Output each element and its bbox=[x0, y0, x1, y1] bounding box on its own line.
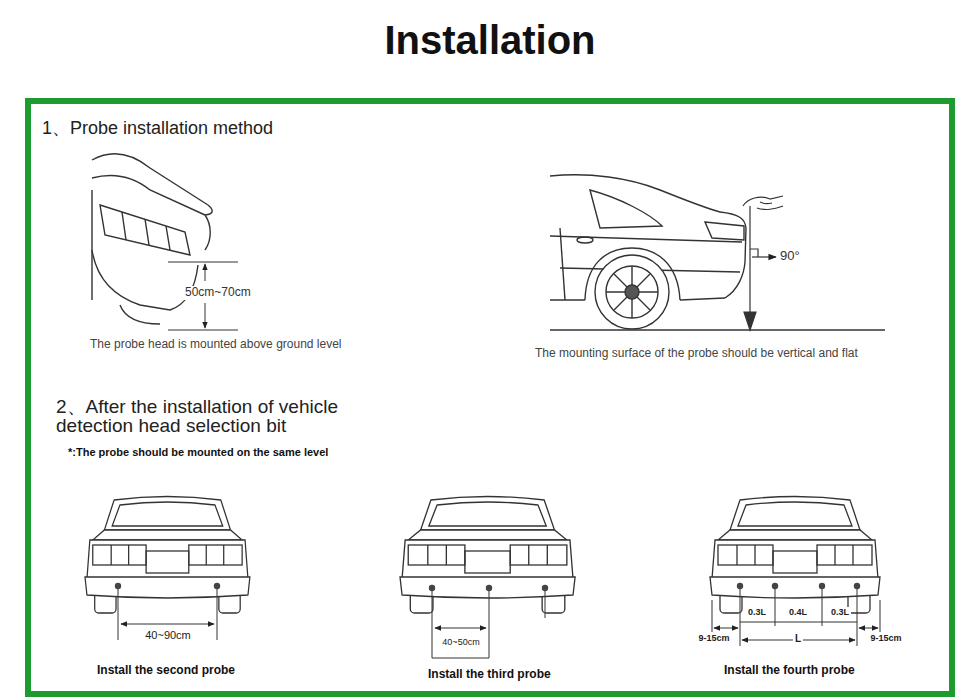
car-rear-view bbox=[400, 497, 575, 614]
probe-dot bbox=[429, 585, 548, 591]
dimension: 0.3L bbox=[829, 607, 851, 617]
dimension: 9-15cm bbox=[868, 633, 903, 643]
green-frame bbox=[28, 101, 952, 694]
dimension: 50cm~70cm bbox=[183, 286, 253, 300]
ground-line bbox=[550, 329, 885, 331]
car-rear-view bbox=[710, 497, 880, 614]
caption: The probe head is mounted above ground l… bbox=[90, 338, 355, 352]
caption: Install the third probe bbox=[428, 668, 551, 682]
page-title: Installation bbox=[0, 18, 980, 63]
dimension: 0.4L bbox=[787, 607, 809, 617]
section-heading: 1、Probe installation method bbox=[42, 118, 273, 139]
caption: The mounting surface of the probe should… bbox=[535, 347, 858, 361]
dimension: 40~90cm bbox=[143, 629, 193, 642]
probe-dot bbox=[115, 583, 220, 589]
probe-dot bbox=[737, 583, 860, 589]
probe-plumb bbox=[743, 196, 783, 330]
dimension: 40~50cm bbox=[440, 637, 481, 647]
dimension: 0.3L bbox=[746, 607, 768, 617]
car-rear-view bbox=[85, 497, 250, 614]
probe-spacing-three bbox=[432, 588, 545, 658]
probe-spacing-four bbox=[712, 586, 880, 646]
dimension: 9-15cm bbox=[696, 633, 731, 643]
dimension: L bbox=[793, 633, 803, 645]
section-heading: 2、After the installation of vehicle dete… bbox=[56, 397, 406, 435]
angle-label: 90° bbox=[780, 249, 800, 264]
caption: Install the second probe bbox=[97, 664, 235, 678]
note: *:The probe should be mounted on the sam… bbox=[68, 446, 328, 459]
wheel bbox=[595, 255, 669, 329]
caption: Install the fourth probe bbox=[724, 664, 855, 678]
